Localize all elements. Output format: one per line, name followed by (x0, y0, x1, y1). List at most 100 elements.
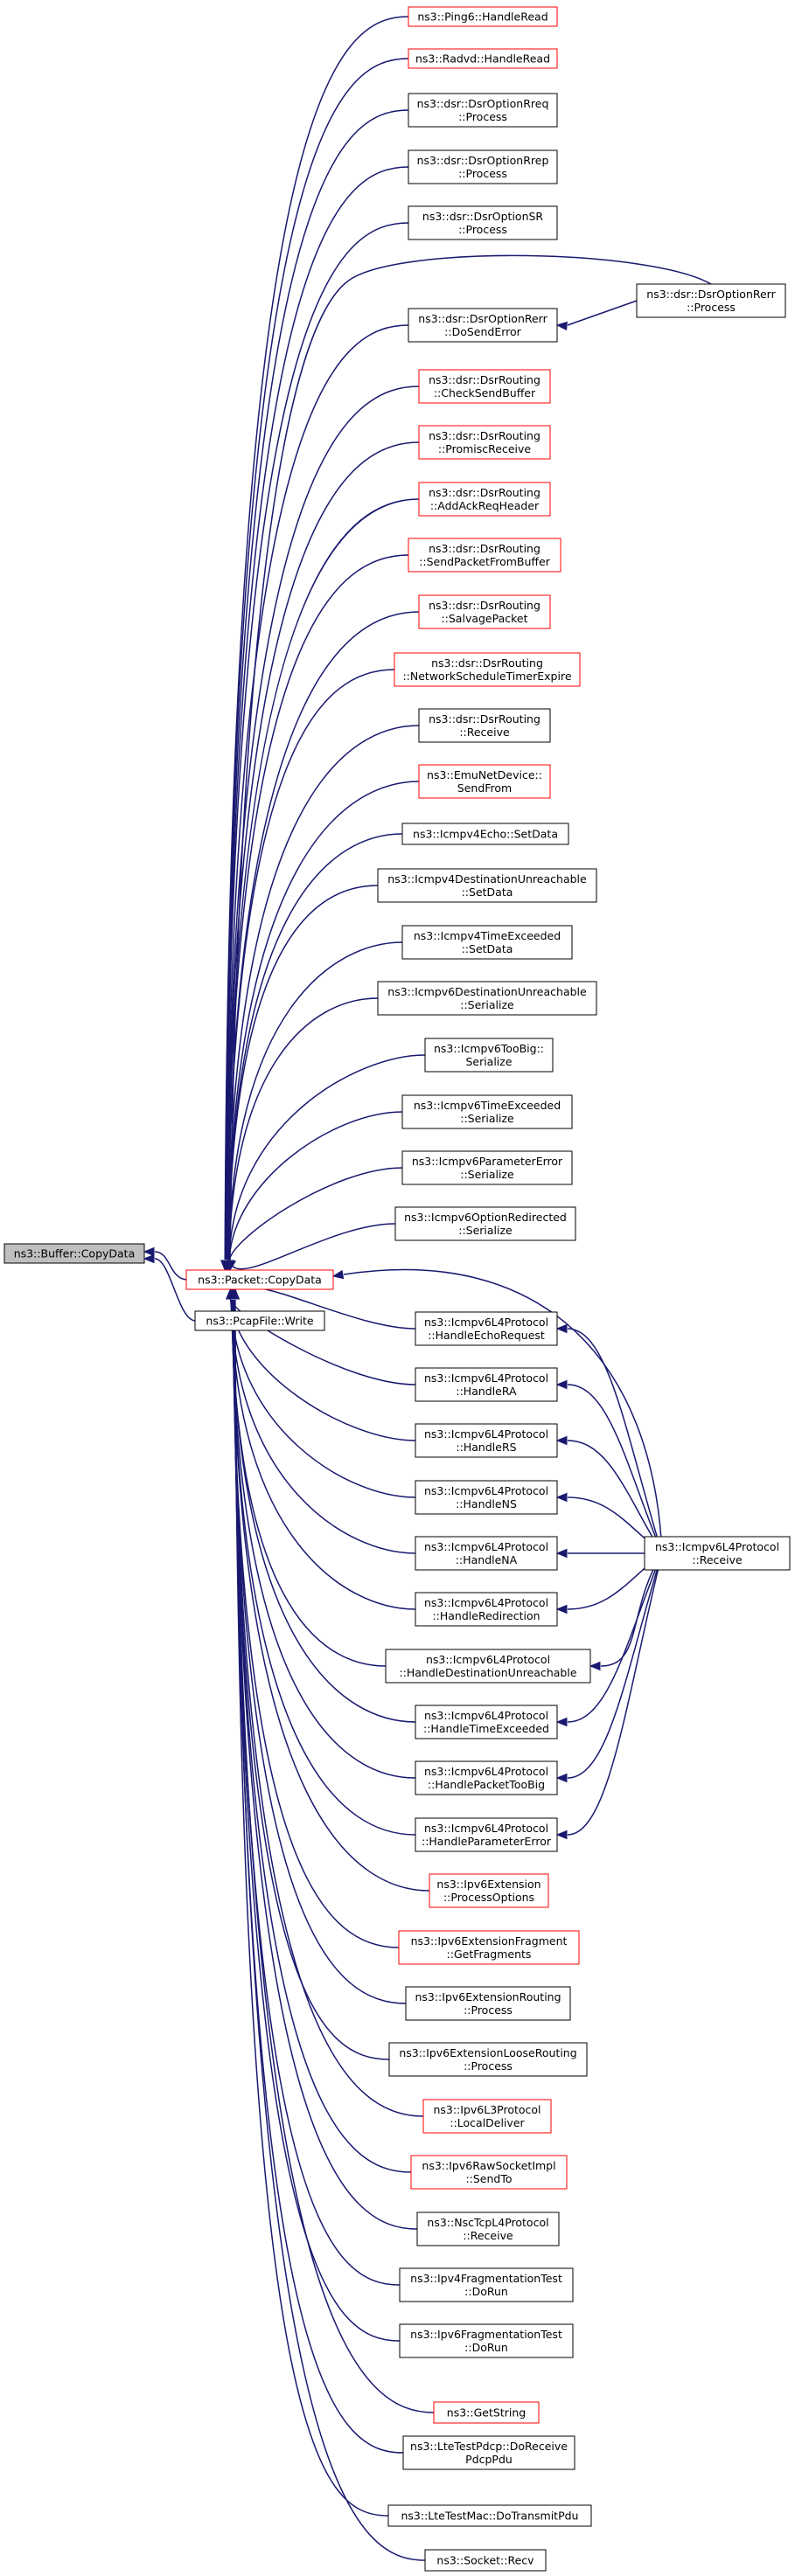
node-label: ::Process (464, 2003, 513, 2017)
node-dsrrouting-sendpacketfrombuffer[interactable]: ns3::dsr::DsrRouting::SendPacketFromBuff… (408, 538, 561, 573)
node-buffer-copydata[interactable]: ns3::Buffer::CopyData (3, 1243, 145, 1264)
node-icmpv6l4-handleredirection[interactable]: ns3::Icmpv6L4Protocol::HandleRedirection (415, 1592, 558, 1627)
node-icmpv6l4-handleechorequest[interactable]: ns3::Icmpv6L4Protocol::HandleEchoRequest (415, 1311, 558, 1346)
node-dsroptionrerr-dosenderror[interactable]: ns3::dsr::DsrOptionRerr::DoSendError (408, 308, 558, 343)
node-packet-copydata[interactable]: ns3::Packet::CopyData (185, 1269, 334, 1290)
node-icmpv6l4-handlens[interactable]: ns3::Icmpv6L4Protocol::HandleNS (415, 1480, 558, 1515)
node-getstring[interactable]: ns3::GetString (433, 2401, 540, 2424)
node-dsroptionrerr-process[interactable]: ns3::dsr::DsrOptionRerr::Process (636, 283, 786, 318)
node-dsrrouting-salvagepacket[interactable]: ns3::dsr::DsrRouting::SalvagePacket (418, 594, 551, 629)
node-dsroptionrrep-process[interactable]: ns3::dsr::DsrOptionRrep::Process (408, 149, 558, 184)
node-label: ns3::Ping6::HandleRead (417, 10, 547, 24)
node-icmpv6l4-handlera[interactable]: ns3::Icmpv6L4Protocol::HandleRA (415, 1367, 558, 1402)
node-emunetdevice-sendfrom[interactable]: ns3::EmuNetDevice::SendFrom (418, 764, 551, 799)
node-dsrrouting-addackreqheader[interactable]: ns3::dsr::DsrRouting::AddAckReqHeader (418, 482, 551, 517)
node-icmpv6l4-handlers[interactable]: ns3::Icmpv6L4Protocol::HandleRS (415, 1423, 558, 1458)
node-icmpv6optionredirected-serialize[interactable]: ns3::Icmpv6OptionRedirected::Serialize (394, 1206, 576, 1241)
node-box (418, 482, 551, 517)
edge-line (224, 58, 409, 1260)
node-box (388, 2042, 588, 2077)
edge-line (229, 1299, 416, 1385)
node-label: ::Serialize (458, 1224, 513, 1237)
node-ipv6fragtest-dorun[interactable]: ns3::Ipv6FragmentationTest::DoRun (399, 2323, 574, 2358)
node-ipv4fragtest-dorun[interactable]: ns3::Ipv4FragmentationTest::DoRun (399, 2267, 574, 2302)
node-dsrrouting-networkscheduletimerexpire[interactable]: ns3::dsr::DsrRouting::NetworkScheduleTim… (394, 652, 581, 687)
node-ipv6l3-localdeliver[interactable]: ns3::Ipv6L3Protocol::LocalDeliver (422, 2099, 552, 2134)
node-icmpv4echo-setdata[interactable]: ns3::Icmpv4Echo::SetData (401, 823, 569, 845)
node-label: ns3::NscTcpL4Protocol (427, 2216, 548, 2229)
edge-pcapfile-write-to-buffer-copydata (143, 1253, 196, 1322)
node-box (422, 2099, 552, 2134)
edge-arrowhead (555, 1323, 568, 1334)
node-icmpv6timeexceeded-serialize[interactable]: ns3::Icmpv6TimeExceeded::Serialize (401, 1094, 573, 1129)
node-label: Serialize (465, 1055, 512, 1068)
node-ping6-handleread[interactable]: ns3::Ping6::HandleRead (408, 6, 558, 27)
node-ltetestmac-dotransmitpdu[interactable]: ns3::LteTestMac::DoTransmitPdu (387, 2504, 592, 2527)
edge-line (230, 1299, 416, 1610)
edge-line (567, 1440, 663, 1554)
edge-dsroptionrerr-process-to-dsroptionrerr-dosenderror (555, 300, 638, 331)
node-box (3, 1243, 145, 1264)
edge-line (227, 833, 403, 1260)
edge-icmpv6l4-receive-to-icmpv6l4-handlera (555, 1379, 663, 1554)
edge-dsrrouting-networkscheduletimerexpire-to-packet-copydata (223, 669, 395, 1272)
node-ipv6extension-processoptions[interactable]: ns3::Ipv6Extension::ProcessOptions (429, 1873, 549, 1908)
node-box (408, 93, 558, 128)
node-label: ns3::dsr::DsrRouting (429, 429, 540, 442)
call-edges (143, 16, 712, 2561)
node-label: ns3::EmuNetDevice:: (427, 768, 542, 781)
edge-line (225, 222, 409, 1260)
node-label: ::ProcessOptions (443, 1891, 534, 1904)
node-socket-recv[interactable]: ns3::Socket::Recv (424, 2549, 547, 2572)
edge-icmpv6l4-receive-to-icmpv6l4-handleparametererror (555, 1552, 663, 1840)
node-pcapfile-write[interactable]: ns3::PcapFile::Write (194, 1310, 325, 1331)
node-icmpv6toobig-serialize[interactable]: ns3::Icmpv6TooBig::Serialize (424, 1038, 554, 1073)
node-label: ns3::Icmpv6TooBig:: (434, 1042, 544, 1055)
node-icmpv6l4-handlena[interactable]: ns3::Icmpv6L4Protocol::HandleNA (415, 1536, 558, 1571)
edge-line (234, 1299, 401, 2342)
node-label: PdcpPdu (465, 2453, 513, 2466)
node-box (408, 538, 561, 573)
edge-line (600, 1552, 663, 1667)
node-label: ::Receive (459, 726, 510, 739)
edge-dsrrouting-salvagepacket-to-packet-copydata (222, 611, 420, 1272)
edge-icmpv4destunreach-setdata-to-packet-copydata (223, 885, 379, 1272)
node-ipv6extlooserouting-process[interactable]: ns3::Ipv6ExtensionLooseRouting::Process (388, 2042, 588, 2077)
edge-socket-recv-to-packet-copydata (230, 1288, 426, 2561)
node-radvd-handleread[interactable]: ns3::Radvd::HandleRead (408, 48, 558, 69)
edge-line (227, 781, 420, 1260)
node-icmpv6l4-handleparametererror[interactable]: ns3::Icmpv6L4Protocol::HandleParameterEr… (415, 1817, 558, 1852)
node-dsroptionsr-process[interactable]: ns3::dsr::DsrOptionSR::Process (408, 205, 558, 240)
node-icmpv6l4-handletimeexceeded[interactable]: ns3::Icmpv6L4Protocol::HandleTimeExceede… (415, 1705, 558, 1739)
node-icmpv4destunreach-setdata[interactable]: ns3::Icmpv4DestinationUnreachable::SetDa… (377, 868, 597, 903)
node-label: ::HandleRedirection (432, 1609, 540, 1622)
node-icmpv4timeexceeded-setdata[interactable]: ns3::Icmpv4TimeExceeded::SetData (401, 925, 573, 960)
edge-packet-copydata-to-buffer-copydata (143, 1246, 187, 1281)
node-dsrrouting-checksendbuffer[interactable]: ns3::dsr::DsrRouting::CheckSendBuffer (418, 369, 551, 404)
node-label: ::Process (458, 167, 507, 180)
node-icmpv6l4-handledestunreach[interactable]: ns3::Icmpv6L4Protocol::HandleDestination… (385, 1649, 591, 1684)
node-icmpv6parametererror-serialize[interactable]: ns3::Icmpv6ParameterError::Serialize (401, 1150, 573, 1185)
node-ipv6rawsocketimpl-sendto[interactable]: ns3::Ipv6RawSocketImpl::SendTo (410, 2155, 568, 2190)
node-label: ns3::LteTestPdcp::DoReceive (410, 2440, 568, 2453)
edge-arrowhead (555, 1379, 568, 1390)
node-label: ns3::dsr::DsrRouting (429, 712, 540, 726)
node-ipv6extrouting-process[interactable]: ns3::Ipv6ExtensionRouting::Process (405, 1986, 571, 2021)
node-label: ns3::Icmpv4TimeExceeded (414, 929, 561, 942)
node-dsrrouting-promiscreceive[interactable]: ns3::dsr::DsrRouting::PromiscReceive (418, 425, 551, 460)
node-dsrrouting-receive[interactable]: ns3::dsr::DsrRouting::Receive (418, 708, 551, 743)
node-icmpv6destunreach-serialize[interactable]: ns3::Icmpv6DestinationUnreachable::Seria… (377, 981, 597, 1016)
node-nsctcpl4-receive[interactable]: ns3::NscTcpL4Protocol::Receive (416, 2211, 560, 2246)
node-icmpv6l4-receive[interactable]: ns3::Icmpv6L4Protocol::Receive (644, 1536, 791, 1571)
edge-radvd-handleread-to-packet-copydata (220, 58, 409, 1272)
node-label: ::PromiscReceive (438, 442, 532, 455)
node-dsroptionrreq-process[interactable]: ns3::dsr::DsrOptionRreq::Process (408, 93, 558, 128)
node-ipv6extfragment-getfragments[interactable]: ns3::Ipv6ExtensionFragment::GetFragments (398, 1930, 580, 1965)
edge-arrowhead (555, 1717, 568, 1727)
edge-line (229, 254, 712, 1260)
edge-icmpv6optionredirected-serialize-to-packet-copydata (225, 1223, 396, 1272)
edge-line (567, 300, 638, 326)
node-icmpv6l4-handlepackettoobig[interactable]: ns3::Icmpv6L4Protocol::HandlePacketTooBi… (415, 1760, 558, 1795)
node-label: ns3::Icmpv6TimeExceeded (414, 1099, 561, 1112)
